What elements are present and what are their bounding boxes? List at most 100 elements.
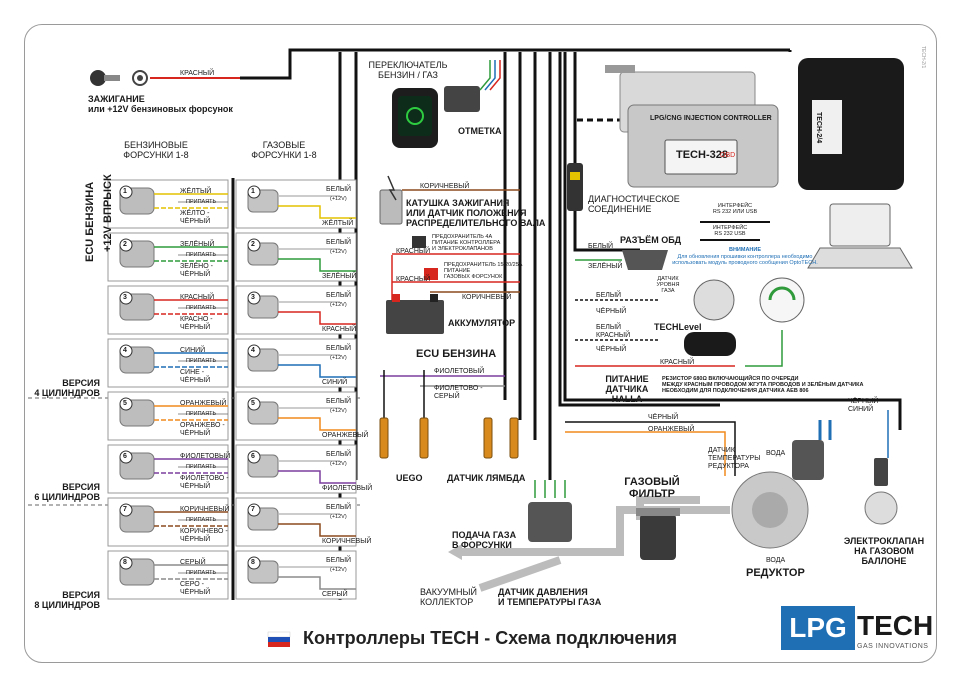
petrol-out-wire-label: КОРИЧНЕВО - ЧЁРНЫЙ bbox=[180, 528, 228, 543]
injector-number-badge bbox=[119, 503, 133, 517]
petrol-out-wire-label: ЖЁЛТО - ЧЁРНЫЙ bbox=[180, 210, 211, 225]
lpgtech-logo: LPG TECH GAS INNOVATIONS bbox=[781, 606, 933, 656]
switch-label: ПЕРЕКЛЮЧАТЕЛЬ БЕНЗИН / ГАЗ bbox=[368, 60, 448, 80]
gas-color-wire-label: СИНИЙ bbox=[322, 379, 348, 386]
plus12-vertical-label: +12V ВПРЫСК bbox=[102, 174, 114, 252]
battery-label: АККУМУЛЯТОР bbox=[448, 318, 516, 328]
connector-wires bbox=[479, 60, 501, 91]
side-code: TECH-2/1 bbox=[920, 46, 926, 69]
hall-label: ПИТАНИЕ ДАТЧИКА HALLA bbox=[605, 374, 649, 404]
injector-number-badge bbox=[119, 344, 133, 358]
techlevel-wire1: БЕЛЫЙ bbox=[596, 324, 622, 331]
lambda-wire2: ФИОЛЕТОВО - СЕРЫЙ bbox=[434, 385, 483, 400]
lambda-sensors bbox=[379, 417, 519, 459]
reducer-water2: ВОДА bbox=[766, 557, 786, 564]
gas-color-wire-label: СЕРЫЙ bbox=[322, 591, 348, 598]
gas-injector-number-badge bbox=[247, 344, 261, 358]
techlevel-label: TECHLevel bbox=[654, 322, 702, 332]
coil-label: КАТУШКА ЗАЖИГАНИЯ ИЛИ ДАТЧИК ПОЛОЖЕНИЯ Р… bbox=[406, 198, 546, 228]
attention-text: Для обновления прошивки контроллера необ… bbox=[672, 254, 818, 266]
injector-number-badge bbox=[119, 291, 133, 305]
gas-injectors-header: ГАЗОВЫЕ ФОРСУНКИ 1-8 bbox=[251, 140, 317, 160]
hall-wire-label: КРАСНЫЙ bbox=[660, 359, 695, 366]
gas-injector-number: 3 bbox=[251, 294, 255, 301]
gas-color-wire bbox=[278, 364, 356, 378]
valve-label: ЭЛЕКТРОКЛАПАН НА ГАЗОВОМ БАЛЛОНЕ bbox=[843, 536, 925, 566]
petrol-injectors-header: БЕНЗИНОВЫЕ ФОРСУНКИ 1-8 bbox=[123, 140, 189, 160]
injector-number-badge bbox=[119, 556, 133, 570]
lambda-wires bbox=[380, 370, 505, 418]
gas-white-wire-label: БЕЛЫЙ bbox=[326, 557, 352, 564]
mark-label: ОТМЕТКА bbox=[458, 126, 502, 136]
petrol-injector-number: 2 bbox=[123, 241, 127, 248]
switch-device[interactable] bbox=[392, 86, 480, 148]
obd-connector-icon bbox=[622, 250, 668, 270]
gas-injector-number: 8 bbox=[251, 559, 255, 566]
gas-injector-panel bbox=[235, 550, 357, 600]
valve-wire2: СИНИЙ bbox=[848, 406, 874, 413]
gas-injector-number-badge bbox=[247, 185, 261, 199]
level-gauge-icon bbox=[693, 277, 805, 323]
version-8-label: ВЕРСИЯ 8 ЦИЛИНДРОВ bbox=[34, 590, 100, 610]
resistor-note: РЕЗИСТОР 680Ω ВКЛЮЧАЮЩИЙСЯ ПО ОЧЕРЕДИ МЕ… bbox=[662, 376, 864, 394]
gas-injector-number: 6 bbox=[251, 453, 255, 460]
gas-color-wire-label: КОРИЧНЕВЫЙ bbox=[322, 538, 372, 545]
solder-label: ПРИПАЯТЬ bbox=[186, 358, 217, 364]
injector-rows bbox=[107, 179, 357, 600]
injector-number-badge bbox=[119, 397, 133, 411]
petrol-out-wire-label: СИНЕ - ЧЁРНЫЙ bbox=[180, 369, 211, 384]
footer-title: Контроллеры TECH - Схема подключения bbox=[303, 628, 677, 648]
gas-injector-number: 2 bbox=[251, 241, 255, 248]
valve-wire1: ЧЁРНЫЙ bbox=[848, 398, 879, 405]
tank-valve-icon bbox=[864, 458, 898, 525]
obd-label: РАЗЪЁМ ОБД bbox=[620, 235, 682, 245]
gas-color-wire-label: ЗЕЛЁНЫЙ bbox=[322, 273, 357, 280]
ignition-label: ЗАЖИГАНИЕ bbox=[88, 94, 145, 104]
petrol-out-wire-label: ЗЕЛЁНО - ЧЁРНЫЙ bbox=[180, 263, 213, 278]
dashed-harness bbox=[573, 52, 640, 122]
pressure-sensor-icon bbox=[528, 480, 572, 542]
gas-injector-number-badge bbox=[247, 503, 261, 517]
gas-injector-number: 4 bbox=[251, 347, 255, 354]
injector-number-badge bbox=[119, 185, 133, 199]
techlevel-wire3: ЧЁРНЫЙ bbox=[596, 346, 627, 353]
gas-injector-number: 7 bbox=[251, 506, 255, 513]
solder-label: ПРИПАЯТЬ bbox=[186, 411, 217, 417]
gas-injector-number-badge bbox=[247, 556, 261, 570]
version-4-label: ВЕРСИЯ 4 ЦИЛИНДРОВ bbox=[34, 378, 100, 398]
gas-color-wire-label: ФИОЛЕТОВЫЙ bbox=[322, 485, 373, 492]
uego-label: UEGO bbox=[396, 473, 423, 483]
plus12-label: (+12V) bbox=[330, 196, 347, 202]
gas-filter-label: ГАЗОВЫЙ ФИЛЬТР bbox=[624, 476, 680, 500]
gas-white-wire-label: БЕЛЫЙ bbox=[326, 292, 352, 299]
reducer-wires bbox=[565, 420, 832, 476]
solder-label: ПРИПАЯТЬ bbox=[186, 252, 217, 258]
petrol-wire-label: КОРИЧНЕВЫЙ bbox=[180, 506, 230, 513]
reducer-icon bbox=[731, 440, 824, 549]
lambda-wire1: ФИОЛЕТОВЫЙ bbox=[434, 368, 485, 375]
ignition-label-sub: или +12V бензиновых форсунок bbox=[88, 104, 233, 114]
laptop-icon bbox=[807, 203, 913, 269]
gas-injector-number-badge bbox=[247, 450, 261, 464]
fuse1-wire-label: КРАСНЫЙ bbox=[396, 248, 431, 255]
gas-white-wire-label: БЕЛЫЙ bbox=[326, 345, 352, 352]
gas-color-wire-label: ОРАНЖЕВЫЙ bbox=[322, 432, 369, 439]
lambda-label: ДАТЧИК ЛЯМБДА bbox=[447, 473, 526, 483]
vacuum-label: ВАКУУМНЫЙ КОЛЛЕКТОР bbox=[420, 587, 477, 607]
gas-color-wire bbox=[278, 417, 356, 431]
petrol-out-wire-label: ОРАНЖЕВО - ЧЁРНЫЙ bbox=[180, 422, 225, 437]
fuse1-label: ПРЕДОХРАНИТЕЛЬ 4А ПИТАНИЕ КОНТРОЛЛЕРА И … bbox=[432, 234, 501, 252]
gas-filter-icon bbox=[636, 508, 680, 560]
ecu-vertical-label: ECU БЕНЗИНА bbox=[84, 181, 96, 262]
obd-wire2: ЗЕЛЁНЫЙ bbox=[588, 263, 623, 270]
gas-injector-number-badge bbox=[247, 238, 261, 252]
level-sensor-label: ДАТЧИК УРОВНЯ ГАЗА bbox=[656, 276, 680, 294]
plus12-label: (+12V) bbox=[330, 408, 347, 414]
ignition-wire-label: КРАСНЫЙ bbox=[180, 70, 215, 77]
gas-color-wire bbox=[278, 576, 356, 590]
reducer-water1: ВОДА bbox=[766, 450, 786, 457]
petrol-wire-label: ФИОЛЕТОВЫЙ bbox=[180, 453, 231, 460]
petrol-out-wire-label: КРАСНО - ЧЁРНЫЙ bbox=[180, 316, 213, 331]
level-wire1: БЕЛЫЙ bbox=[596, 292, 622, 299]
